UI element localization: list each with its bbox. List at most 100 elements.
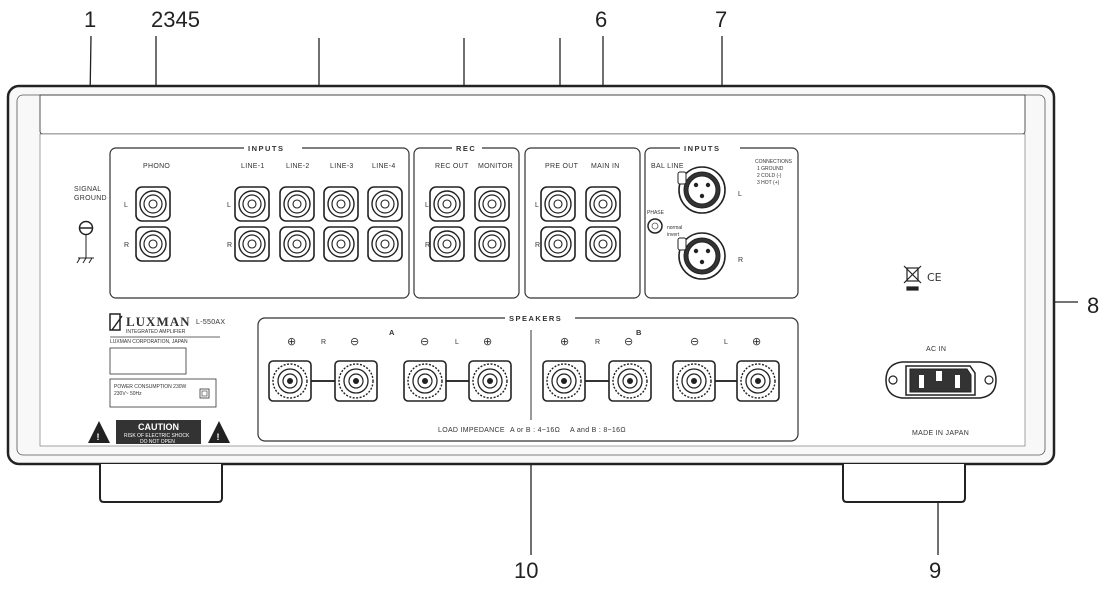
connections-3: 2 COLD (-) bbox=[757, 173, 782, 179]
caution-title: CAUTION bbox=[138, 422, 179, 432]
minus-symbol: ⊖ bbox=[690, 335, 699, 348]
callout-2345: 2345 bbox=[151, 7, 200, 32]
rca-jack[interactable] bbox=[323, 226, 359, 262]
speaker-b-label: B bbox=[636, 328, 643, 337]
signal-ground-label-2: GROUND bbox=[74, 195, 107, 202]
speaker-terminal[interactable] bbox=[672, 360, 716, 402]
rca-jack[interactable] bbox=[585, 186, 621, 222]
plus-symbol: ⊕ bbox=[752, 335, 761, 348]
plus-symbol: ⊕ bbox=[483, 335, 492, 348]
callout-9: 9 bbox=[929, 558, 941, 583]
rca-jack[interactable] bbox=[585, 226, 621, 262]
xlr-l-label: L bbox=[738, 191, 742, 198]
line4-label: LINE-4 bbox=[372, 163, 396, 170]
screw-icon bbox=[888, 375, 898, 385]
monitor-label: MONITOR bbox=[478, 163, 513, 170]
rca-jack[interactable] bbox=[367, 186, 403, 222]
connections-2: 1 GROUND bbox=[757, 166, 784, 172]
minus-symbol: ⊖ bbox=[350, 335, 359, 348]
ac-inlet[interactable]: AC IN MADE IN JAPAN bbox=[885, 346, 997, 437]
svg-text:!: ! bbox=[217, 432, 220, 442]
line1-label: LINE-1 bbox=[241, 163, 265, 170]
pre-r-label: R bbox=[535, 242, 540, 249]
spk-a-r-label: R bbox=[321, 339, 326, 346]
phase-normal: normal bbox=[667, 225, 682, 231]
callout-1: 1 bbox=[84, 7, 96, 32]
spk-a-l-label: L bbox=[455, 339, 459, 346]
rca-jack[interactable] bbox=[367, 226, 403, 262]
certification-marks: CE bbox=[903, 265, 942, 291]
load-impedance-label: LOAD IMPEDANCE bbox=[438, 427, 505, 434]
rec-section: REC REC OUT MONITOR L R bbox=[413, 144, 520, 299]
bal-inputs-title: INPUTS bbox=[684, 144, 721, 153]
weee-icon bbox=[903, 265, 922, 291]
rca-jack[interactable] bbox=[540, 226, 576, 262]
rec-r-label: R bbox=[425, 242, 430, 249]
speaker-terminal[interactable] bbox=[608, 360, 652, 402]
xlr-r-label: R bbox=[738, 257, 743, 264]
rca-jack[interactable] bbox=[429, 186, 465, 222]
ce-mark: CE bbox=[927, 271, 942, 284]
ac-in-label: AC IN bbox=[926, 346, 946, 353]
rca-jack[interactable] bbox=[474, 186, 510, 222]
rca-jack[interactable] bbox=[540, 186, 576, 222]
speaker-terminal[interactable] bbox=[542, 360, 586, 402]
plus-symbol: ⊕ bbox=[287, 335, 296, 348]
xlr-jack-r[interactable] bbox=[677, 232, 726, 280]
bal-line-label: BAL LINE bbox=[651, 163, 684, 170]
callout-10: 10 bbox=[514, 558, 538, 583]
callout-7: 7 bbox=[715, 7, 727, 32]
speaker-terminal[interactable] bbox=[736, 360, 780, 402]
power-label-1: POWER CONSUMPTION 230W bbox=[114, 384, 187, 390]
model-label: L-550AX bbox=[196, 319, 225, 326]
caution-label: ! CAUTION RISK OF ELECTRIC SHOCK DO NOT … bbox=[88, 420, 230, 445]
rca-jack[interactable] bbox=[279, 226, 315, 262]
rca-jack[interactable] bbox=[135, 226, 171, 262]
rca-jack[interactable] bbox=[234, 226, 270, 262]
speakers-title: SPEAKERS bbox=[509, 314, 562, 323]
svg-text:!: ! bbox=[97, 432, 100, 442]
inputs-section: INPUTS PHONO LINE-1 LINE-2 LINE-3 LINE-4… bbox=[109, 144, 410, 299]
speaker-terminal[interactable] bbox=[468, 360, 512, 402]
screw-icon bbox=[984, 375, 994, 385]
nameplate: LUXMAN L-550AX INTEGRATED AMPLIFIER LUXM… bbox=[109, 313, 225, 408]
speaker-terminal[interactable] bbox=[268, 360, 312, 402]
phase-switch[interactable] bbox=[647, 218, 663, 234]
line-l-label: L bbox=[227, 202, 231, 209]
pre-out-label: PRE OUT bbox=[545, 163, 579, 170]
xlr-jack-l[interactable] bbox=[677, 166, 726, 214]
made-in-label: MADE IN JAPAN bbox=[912, 430, 969, 437]
rca-jack[interactable] bbox=[135, 186, 171, 222]
speaker-a-label: A bbox=[389, 328, 396, 337]
connections-1: CONNECTIONS bbox=[755, 159, 793, 165]
line3-label: LINE-3 bbox=[330, 163, 354, 170]
inputs-title: INPUTS bbox=[248, 144, 285, 153]
rec-l-label: L bbox=[425, 202, 429, 209]
rca-jack[interactable] bbox=[234, 186, 270, 222]
speaker-terminal[interactable] bbox=[334, 360, 378, 402]
rca-jack[interactable] bbox=[279, 186, 315, 222]
brand-logo: LUXMAN bbox=[126, 314, 191, 329]
signal-ground-terminal[interactable]: SIGNAL GROUND bbox=[74, 186, 107, 264]
speakers-section: SPEAKERS A B ⊕ R ⊖ ⊖ L ⊕ ⊕ R ⊖ ⊖ L ⊕ LOA… bbox=[257, 314, 799, 442]
impedance-a-or-b: A or B : 4~16Ω bbox=[510, 427, 560, 434]
rca-jack[interactable] bbox=[429, 226, 465, 262]
rec-title: REC bbox=[456, 144, 476, 153]
pre-l-label: L bbox=[535, 202, 539, 209]
corp-label: LUXMAN CORPORATION, JAPAN bbox=[110, 339, 188, 345]
spk-b-r-label: R bbox=[595, 339, 600, 346]
signal-ground-label-1: SIGNAL bbox=[74, 186, 101, 193]
phase-label: PHASE bbox=[647, 210, 665, 216]
rca-jack[interactable] bbox=[474, 226, 510, 262]
impedance-a-and-b: A and B : 8~16Ω bbox=[570, 427, 626, 434]
rec-out-label: REC OUT bbox=[435, 163, 469, 170]
plus-symbol: ⊕ bbox=[560, 335, 569, 348]
phono-label: PHONO bbox=[143, 163, 170, 170]
rca-jack[interactable] bbox=[323, 186, 359, 222]
minus-symbol: ⊖ bbox=[624, 335, 633, 348]
speaker-terminal[interactable] bbox=[403, 360, 447, 402]
spk-b-l-label: L bbox=[724, 339, 728, 346]
pre-main-section: PRE OUT MAIN IN L R bbox=[524, 147, 641, 299]
callout-6: 6 bbox=[595, 7, 607, 32]
